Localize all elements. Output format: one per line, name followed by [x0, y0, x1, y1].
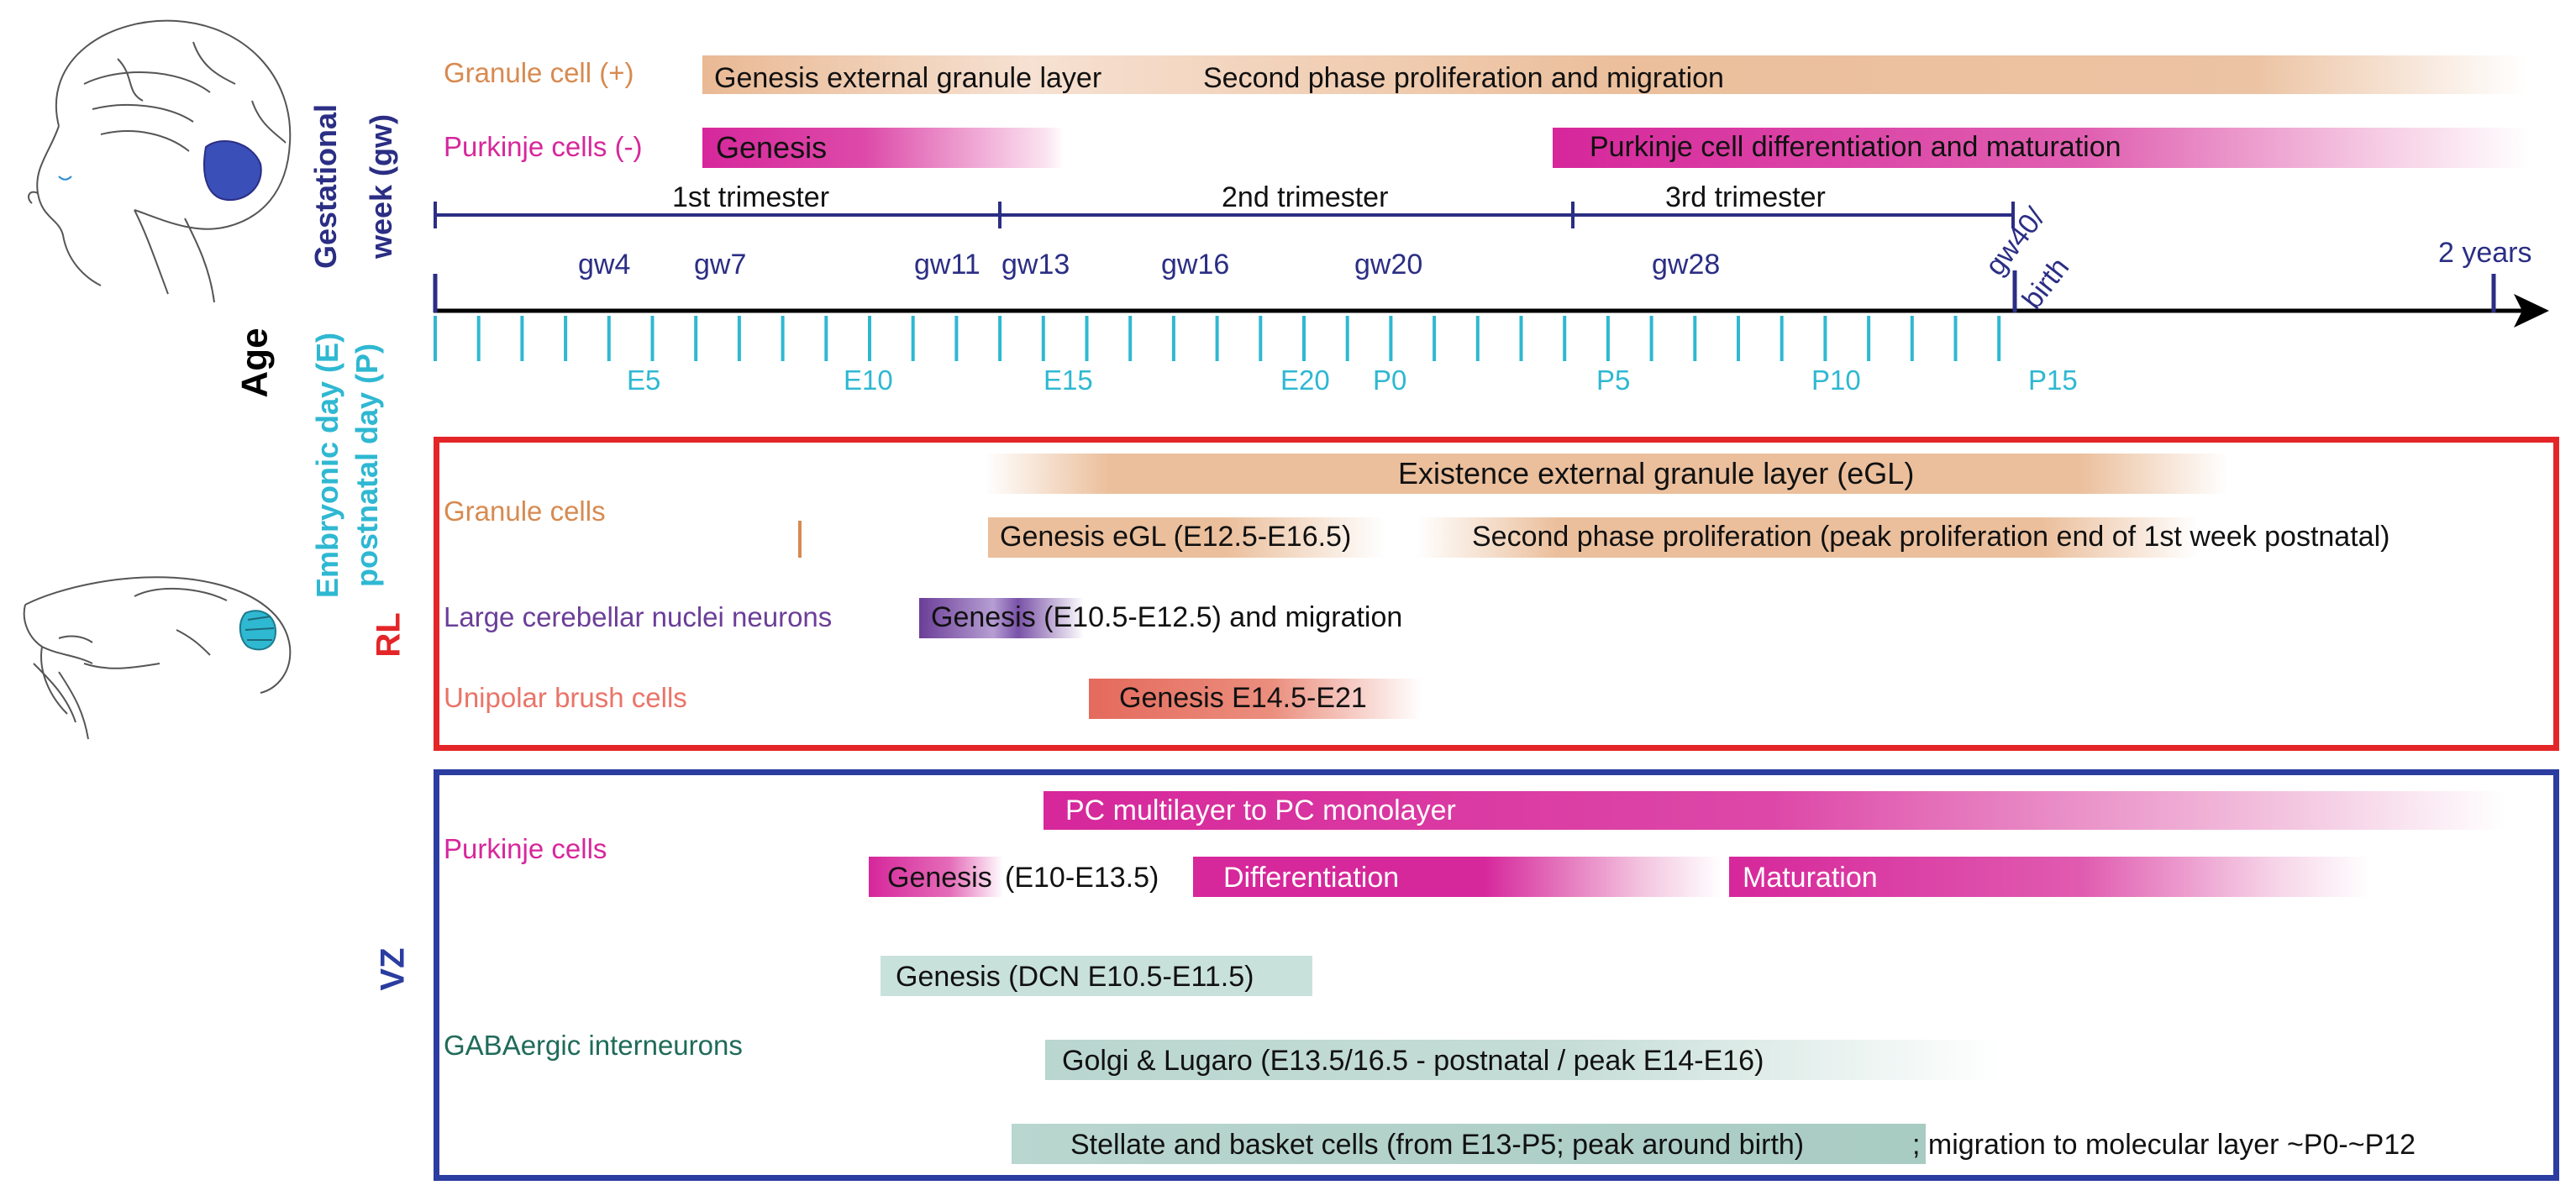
golgi-lugaro-bar	[1045, 1040, 2003, 1080]
human-granule-label: Granule cell (+)	[444, 57, 634, 88]
human-granule-second-text: Second phase proliferation and migration	[1203, 62, 1724, 94]
vz-purkinje-label: Purkinje cells	[444, 833, 607, 864]
pc-maturation-bar	[1729, 857, 2369, 897]
mouse-tick-label: P10	[1811, 364, 1861, 396]
gw-tick-label: gw20	[1354, 249, 1423, 281]
human-granule-bar	[702, 55, 2526, 94]
dcn-genesis-text: Genesis (E10.5-E12.5) and migration	[931, 601, 1403, 633]
mouse-tick-label: P15	[2028, 364, 2078, 396]
dcn-label: Large cerebellar nuclei neurons	[444, 601, 833, 632]
human-purkinje-genesis-text: Genesis	[716, 130, 828, 165]
human-brain-illustration	[28, 19, 292, 303]
human-granule-genesis-text: Genesis external granule layer	[714, 62, 1102, 94]
mouse-tick-label: E5	[627, 364, 661, 396]
ubc-label: Unipolar brush cells	[444, 682, 687, 713]
gaba-label: GABAergic interneurons	[444, 1030, 743, 1061]
pc-maturation-text: Maturation	[1743, 862, 1878, 894]
gw-tick-label: gw13	[1001, 249, 1070, 281]
gw-tick-label: gw16	[1161, 249, 1230, 281]
human-purkinje-genesis-bar	[702, 128, 1064, 168]
stellate-migration-text: ; migration to molecular layer ~P0-~P12	[1912, 1129, 2416, 1161]
cerebellum-highlight	[202, 139, 262, 202]
human-purkinje-label: Purkinje cells (-)	[444, 131, 643, 162]
postnatal-day-label: postnatal day (P)	[350, 343, 385, 588]
ubc-genesis-text: Genesis E14.5-E21	[1119, 682, 1367, 714]
pc-multilayer-bar	[1044, 791, 2505, 830]
rl-granule-tick	[798, 521, 802, 558]
mouse-tick-label: P0	[1373, 364, 1407, 396]
pc-genesis-text: Genesis	[887, 862, 992, 894]
vz-label: VZ	[374, 947, 412, 991]
pc-differentiation-bar	[1193, 857, 1721, 897]
pc-multilayer-text: PC multilayer to PC monolayer	[1065, 795, 1456, 826]
rl-granule-label: Granule cells	[444, 496, 606, 527]
gw-tick-label: gw28	[1652, 249, 1721, 281]
mouse-illustration	[23, 576, 292, 740]
gaba-dcn-genesis-bar	[881, 956, 1312, 996]
pc-differentiation-text: Differentiation	[1223, 862, 1400, 894]
egl-genesis-bar	[988, 517, 1385, 558]
trimester-1-label: 1st trimester	[672, 181, 830, 213]
second-phase-text: Second phase proliferation (peak prolife…	[1472, 521, 2390, 553]
age-axis-label: Age	[234, 328, 276, 398]
golgi-lugaro-text: Golgi & Lugaro (E13.5/16.5 - postnatal /…	[1062, 1045, 1764, 1077]
rl-box	[434, 437, 2559, 751]
mouse-tick-label: P5	[1596, 364, 1631, 396]
rl-label: RL	[370, 612, 407, 658]
two-years-label: 2 years	[2438, 237, 2532, 269]
second-phase-bar	[1417, 517, 2198, 558]
human-purkinje-diff-text: Purkinje cell differentiation and matura…	[1590, 131, 2121, 163]
gw-tick-label: gw7	[694, 249, 747, 281]
stellate-basket-bar	[1012, 1124, 1926, 1164]
gw-tick-label: gw4	[578, 249, 631, 281]
pc-genesis-bar	[869, 857, 1003, 897]
gestational-week-label-line2: week (gw)	[364, 113, 399, 260]
pc-genesis-range-text: (E10-E13.5)	[1005, 862, 1159, 894]
vz-box	[434, 769, 2559, 1181]
mouse-tick-label: E15	[1044, 364, 1093, 396]
egl-existence-text: Existence external granule layer (eGL)	[1398, 456, 1915, 490]
egl-existence-bar	[985, 454, 2228, 494]
gw-tick-label: gw11	[914, 249, 980, 281]
embryonic-day-label: Embryonic day (E)	[310, 332, 345, 599]
mouse-tick-label: E10	[844, 364, 893, 396]
gw40-label-line2: birth	[2016, 251, 2076, 316]
egl-genesis-text: Genesis eGL (E12.5-E16.5)	[1000, 521, 1352, 553]
trimester-3-label: 3rd trimester	[1665, 181, 1826, 213]
trimester-2-label: 2nd trimester	[1222, 181, 1389, 213]
human-purkinje-diff-bar	[1553, 128, 2529, 168]
gaba-dcn-genesis-text: Genesis (DCN E10.5-E11.5)	[896, 961, 1254, 993]
ubc-genesis-bar	[1089, 679, 1422, 719]
gestational-week-label-line1: Gestational	[308, 103, 344, 270]
dcn-genesis-bar	[919, 598, 1084, 638]
stellate-basket-text: Stellate and basket cells (from E13-P5; …	[1070, 1129, 1805, 1161]
mouse-tick-label: E20	[1280, 364, 1330, 396]
